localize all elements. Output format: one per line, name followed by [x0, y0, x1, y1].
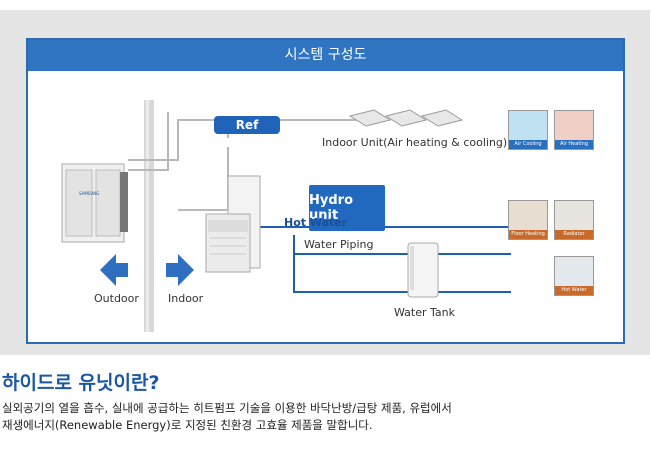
diagram-panel: 시스템 구성도 SAMSUNG [0, 10, 650, 355]
indoor-unit-label: Indoor Unit(Air heating & cooling) [322, 136, 508, 149]
indoor-label: Indoor [168, 292, 204, 305]
outdoor-unit [61, 163, 128, 243]
description-line-2: 재생에너지(Renewable Energy)로 지정된 친환경 고효율 제품을… [2, 418, 373, 432]
radiator-photo: Radiator [554, 200, 594, 240]
section-title: 하이드로 유닛이란? [2, 372, 160, 394]
hydro-unit-machines [205, 175, 261, 273]
outdoor-label: Outdoor [94, 292, 139, 305]
cassette-units [348, 109, 464, 127]
water-tank-graphic [407, 242, 439, 298]
outdoor-arrow [100, 254, 128, 286]
system-diagram: 시스템 구성도 SAMSUNG [26, 38, 625, 344]
hot-water-label: Hot Water [284, 216, 348, 229]
outdoor-unit-brand: SAMSUNG [79, 191, 99, 196]
air-cooling-photo: Air Cooling [508, 110, 548, 150]
water-piping-label: Water Piping [304, 238, 374, 251]
indoor-arrow [166, 254, 194, 286]
water-tank-label: Water Tank [394, 306, 455, 319]
floor-heating-photo: Floor Heating [508, 200, 548, 240]
diagram-lines: SAMSUNG [61, 100, 511, 332]
description-line-1: 실외공기의 열을 흡수, 실내에 공급하는 히트펌프 기술을 이용한 바닥난방/… [2, 401, 452, 415]
diagram-header: 시스템 구성도 [28, 40, 623, 71]
description: 실외공기의 열을 흡수, 실내에 공급하는 히트펌프 기술을 이용한 바닥난방/… [2, 400, 642, 434]
hot-water-photo: Hot Water [554, 256, 594, 296]
air-heating-photo: Air Heating [554, 110, 594, 150]
hydro-unit-label: Hydro unit [309, 185, 385, 231]
water-piping-lines [256, 226, 511, 293]
ref-piping-label: Ref Piping [214, 116, 280, 150]
